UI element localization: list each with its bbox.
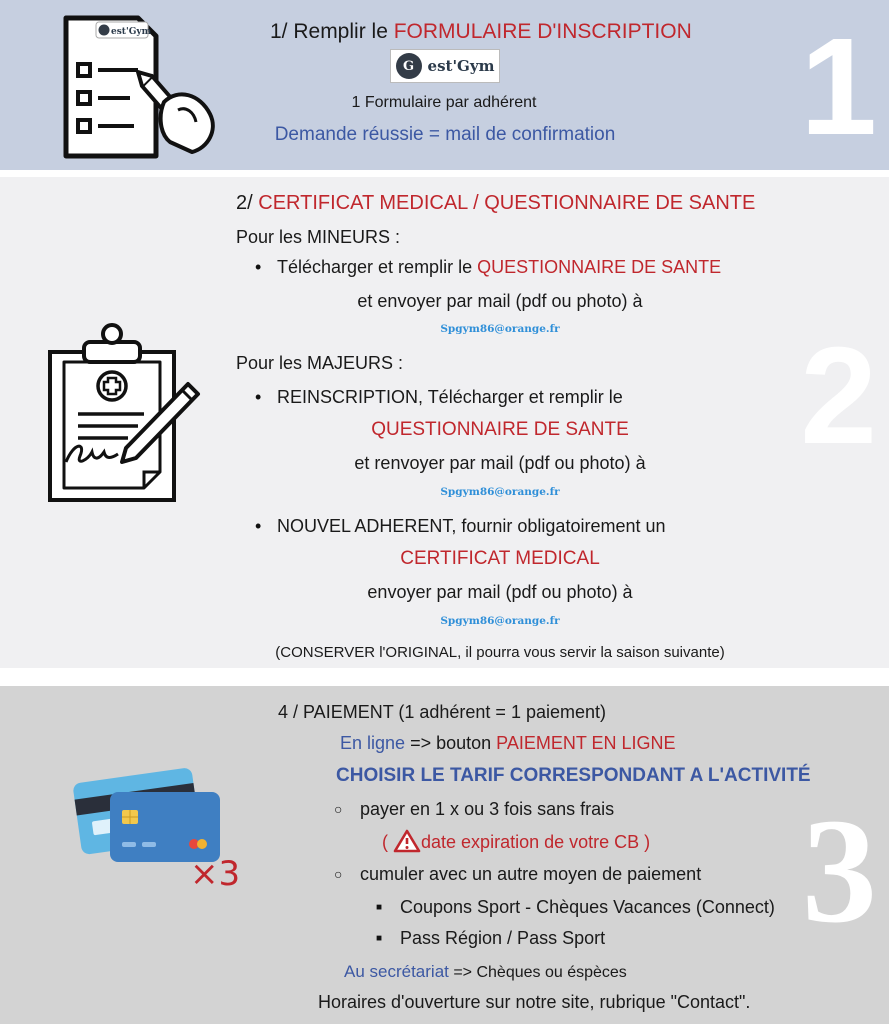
online-payment-line: En ligne => bouton PAIEMENT EN LIGNE (340, 733, 676, 754)
adults-item-new-member: NOUVEL ADHERENT, fournir obligatoirement… (255, 516, 665, 537)
step1-panel: est'Gym 1/ Remplir le FORMULAIRE D'INSCR… (0, 0, 889, 170)
step1-confirm: Demande réussie = mail de confirmation (274, 124, 616, 145)
email-link-1[interactable]: Spgym86@orange.fr (440, 323, 560, 335)
warning-text: date expiration de votre CB ) (421, 832, 651, 852)
adults-item-reinscription-highlight: QUESTIONNAIRE DE SANTE (371, 419, 629, 440)
times-three-label: ×3 (190, 854, 241, 894)
medical-clipboard-icon (48, 323, 200, 502)
adults-item-reinscription-send: et renvoyer par mail (pdf ou photo) à (354, 453, 646, 473)
minors-item-highlight: QUESTIONNAIRE DE SANTE (477, 257, 722, 277)
warning-icon (393, 829, 421, 853)
step1-title-prefix: 1/ Remplir le (270, 20, 394, 43)
step-number-3: 3 (802, 788, 877, 954)
secretariat-rest: => Chèques ou éspèces (448, 964, 627, 981)
choose-rate: CHOISIR LE TARIF CORRESPONDANT A L'ACTIV… (336, 765, 811, 786)
credit-cards-icon (73, 768, 220, 862)
secretariat-line: Au secrétariat => Chèques ou éspèces (344, 962, 627, 982)
step-number-2: 2 (800, 319, 877, 473)
minors-item: Télécharger et remplir le QUESTIONNAIRE … (255, 257, 722, 278)
step2-panel: 2/ CERTIFICAT MEDICAL / QUESTIONNAIRE DE… (0, 177, 889, 668)
step1-title-highlight: FORMULAIRE D'INSCRIPTION (393, 20, 692, 43)
step2-title-prefix: 2/ (236, 192, 259, 214)
minors-label: Pour les MINEURS : (236, 227, 401, 247)
opening-hours-note: Horaires d'ouverture sur notre site, rub… (318, 992, 751, 1012)
card-expiry-warning: ( date expiration de votre CB ) (382, 829, 650, 853)
email-link-3[interactable]: Spgym86@orange.fr (440, 615, 560, 627)
payment-sub-option-2: Pass Région / Pass Sport (376, 928, 605, 949)
form-pen-icon: est'Gym (63, 15, 215, 159)
online-payment-button[interactable]: PAIEMENT EN LIGNE (496, 733, 676, 753)
payment-option-2: cumuler avec un autre moyen de paiement (334, 864, 701, 885)
online-label: En ligne (340, 733, 406, 753)
gestgym-logo: G est'Gym (390, 49, 500, 83)
adults-label: Pour les MAJEURS : (236, 353, 404, 373)
step3-panel: ×3 4 / PAIEMENT (1 adhérent = 1 paiement… (0, 686, 889, 1024)
email-link-2[interactable]: Spgym86@orange.fr (440, 486, 560, 498)
secretariat-label: Au secrétariat (344, 962, 449, 981)
step1-title: 1/ Remplir le FORMULAIRE D'INSCRIPTION (270, 20, 692, 44)
payment-sub-option-1: Coupons Sport - Chèques Vacances (Connec… (376, 897, 775, 918)
step2-title-highlight: CERTIFICAT MEDICAL / QUESTIONNAIRE DE SA… (258, 192, 756, 214)
adults-item-reinscription: REINSCRIPTION, Télécharger et remplir le (255, 387, 623, 408)
warning-open: ( (382, 832, 388, 852)
keep-original-note: (CONSERVER l'ORIGINAL, il pourra vous se… (275, 644, 725, 661)
payment-option-1: payer en 1 x ou 3 fois sans frais (334, 799, 614, 820)
gestgym-logo-mark: G (395, 53, 422, 79)
adults-item-new-member-highlight: CERTIFICAT MEDICAL (400, 548, 600, 569)
step-number-1: 1 (800, 10, 877, 164)
step2-title: 2/ CERTIFICAT MEDICAL / QUESTIONNAIRE DE… (236, 192, 755, 215)
step1-note: 1 Formulaire par adhérent (351, 94, 537, 111)
form-logo-text: est'Gym (111, 27, 152, 37)
step3-title: 4 / PAIEMENT (1 adhérent = 1 paiement) (278, 702, 606, 722)
adults-item-new-member-send: envoyer par mail (pdf ou photo) à (367, 582, 633, 602)
gestgym-logo-text: est'Gym (427, 57, 495, 75)
online-arrow: => bouton (405, 733, 497, 753)
minors-item-text: Télécharger et remplir le (277, 257, 478, 277)
minors-send: et envoyer par mail (pdf ou photo) à (357, 291, 643, 311)
